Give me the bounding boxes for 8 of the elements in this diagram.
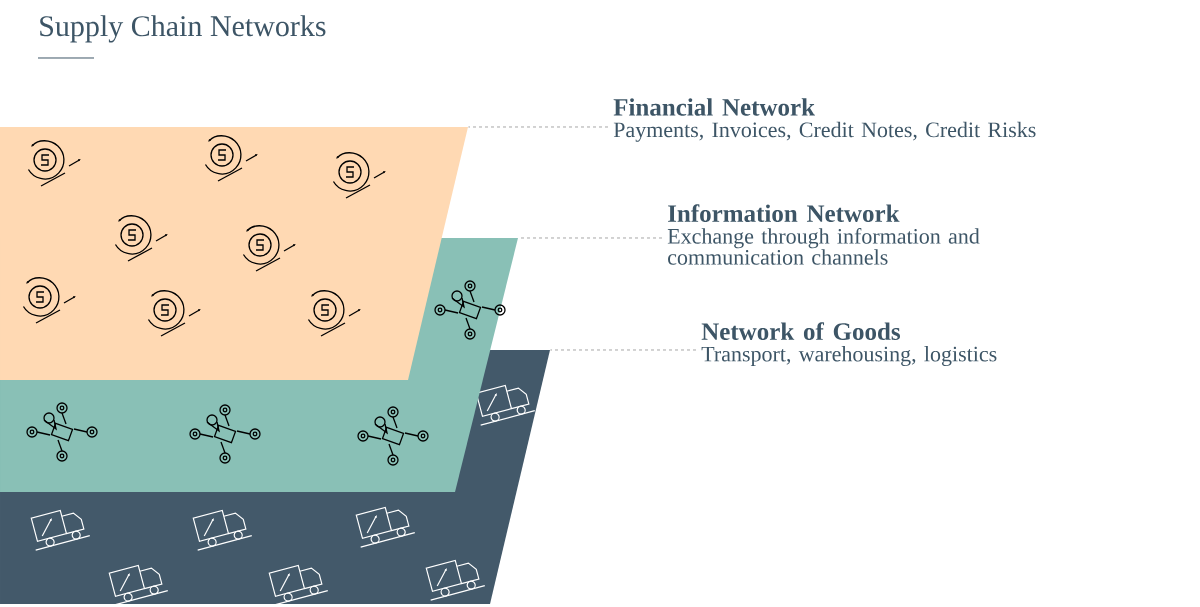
leader-line — [518, 237, 663, 239]
leader-line — [550, 349, 697, 351]
layer-panel — [0, 127, 468, 380]
layer-label: Information Network Exchange through information and communication channels — [667, 204, 980, 265]
title: Supply Chain Networks — [40, 15, 326, 43]
leader-line — [468, 126, 609, 128]
layer-label: Network of Goods Transport, warehousing, logistics — [701, 322, 997, 367]
layer-label: Financial Network Payments, Invoices, Credit Notes, Credit Risks — [613, 98, 1036, 142]
